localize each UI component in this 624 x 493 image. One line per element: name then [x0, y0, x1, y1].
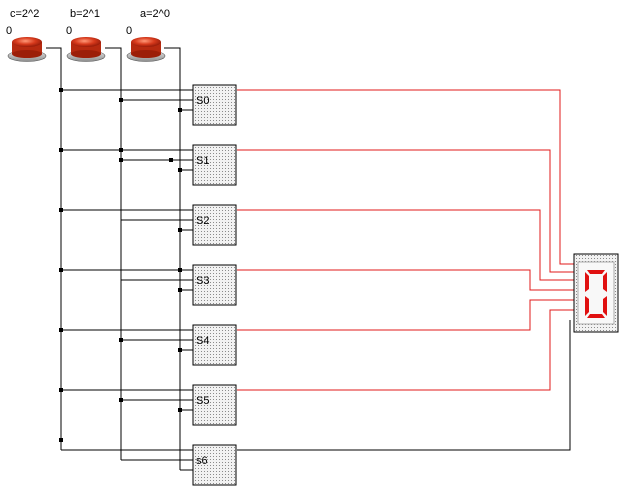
segment-block-s3[interactable]: S3 [192, 264, 237, 306]
digit-zero-icon [585, 270, 607, 318]
segment-block-label: S5 [196, 395, 209, 407]
input-c[interactable]: c=2^2 0 [6, 8, 47, 62]
segment-block-s6[interactable]: s6 [192, 444, 237, 486]
seven-segment-display[interactable] [573, 253, 619, 333]
segment-block-s5[interactable]: S5 [192, 384, 237, 426]
input-c-label: c=2^2 [10, 8, 39, 20]
input-c-value: 0 [6, 25, 12, 37]
input-bus-wires [46, 47, 571, 471]
segment-block-s1[interactable]: S1 [192, 144, 237, 186]
segment-block-label: S0 [196, 95, 209, 107]
push-button-icon[interactable] [7, 37, 47, 62]
push-button-icon[interactable] [126, 37, 166, 62]
input-b-label: b=2^1 [70, 8, 100, 20]
input-b-value: 0 [66, 25, 72, 37]
segment-block-label: S3 [196, 275, 209, 287]
segment-block-label: s6 [196, 455, 208, 467]
segment-block-label: S1 [196, 155, 209, 167]
input-b[interactable]: b=2^1 0 [66, 8, 106, 62]
segment-block-label: S4 [196, 335, 209, 347]
input-a[interactable]: a=2^0 0 [126, 8, 170, 62]
segment-block-s2[interactable]: S2 [192, 204, 237, 246]
push-button-icon[interactable] [66, 37, 106, 62]
segment-output-wires [237, 89, 575, 391]
input-a-label: a=2^0 [140, 8, 170, 20]
wire-junctions [59, 88, 182, 442]
segment-block-s4[interactable]: S4 [192, 324, 237, 366]
segment-block-s0[interactable]: S0 [192, 84, 237, 126]
input-a-value: 0 [126, 25, 132, 37]
segment-block-label: S2 [196, 215, 209, 227]
